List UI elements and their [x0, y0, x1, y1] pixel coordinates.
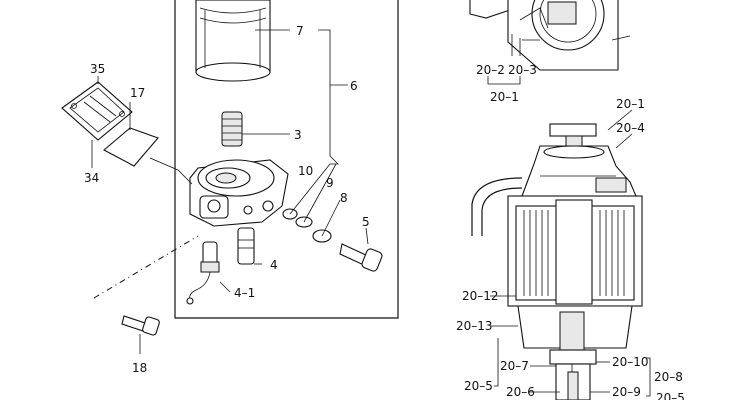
callout-20-5: 20–5: [464, 379, 493, 393]
callout-6: 6: [350, 79, 358, 93]
callout-20-7: 20–7: [500, 359, 529, 373]
bolt-part-5: [339, 243, 383, 272]
callout-labels: 7 6 35 17 3 34 10 9 8 5 4 4–1 18 20–2 20…: [84, 24, 685, 400]
callout-8: 8: [340, 191, 348, 205]
callout-5: 5: [362, 215, 370, 229]
callout-34: 34: [84, 171, 99, 185]
callout-20-6: 20–6: [506, 385, 535, 399]
callout-4-1: 4–1: [234, 286, 255, 300]
fuel-filter-assembly: [471, 123, 643, 400]
callout-35: 35: [90, 62, 105, 76]
callout-9: 9: [326, 176, 334, 190]
bolt-part-18: [121, 315, 160, 336]
callout-20-1-main: 20–1: [616, 97, 645, 111]
cover-plate-part: [61, 81, 133, 141]
callout-3: 3: [294, 128, 302, 142]
filter-cartridge-part: [195, 0, 271, 82]
sensor-part: [186, 241, 220, 305]
callout-4: 4: [270, 258, 278, 272]
spring-part: [221, 111, 243, 147]
housing-top-view: [469, 0, 631, 71]
centre-line: [93, 235, 199, 299]
callout-17: 17: [130, 86, 145, 100]
gasket-part-17: [103, 127, 159, 167]
assembly-frame: [174, 0, 399, 319]
filter-element-pleats: [523, 210, 625, 296]
callout-7: 7: [296, 24, 304, 38]
callout-20-9: 20–9: [612, 385, 641, 399]
leader-lines-right: [490, 109, 651, 397]
leader-lines-left: [91, 29, 369, 354]
callout-20-12: 20–12: [462, 289, 499, 303]
callout-20-1-top: 20–1: [490, 90, 519, 104]
callout-20-5-b: 20–5: [656, 391, 685, 400]
callout-20-3: 20–3: [508, 63, 537, 77]
callout-20-13: 20–13: [456, 319, 493, 333]
callout-20-2: 20–2: [476, 63, 505, 77]
callout-20-8: 20–8: [654, 370, 683, 384]
callout-20-4: 20–4: [616, 121, 645, 135]
callout-18: 18: [132, 361, 147, 375]
fitting-part: [237, 227, 255, 265]
callout-20-10: 20–10: [612, 355, 649, 369]
callout-10: 10: [298, 164, 313, 178]
bracket-20-1: [487, 76, 521, 85]
filter-head-part: [189, 159, 289, 227]
